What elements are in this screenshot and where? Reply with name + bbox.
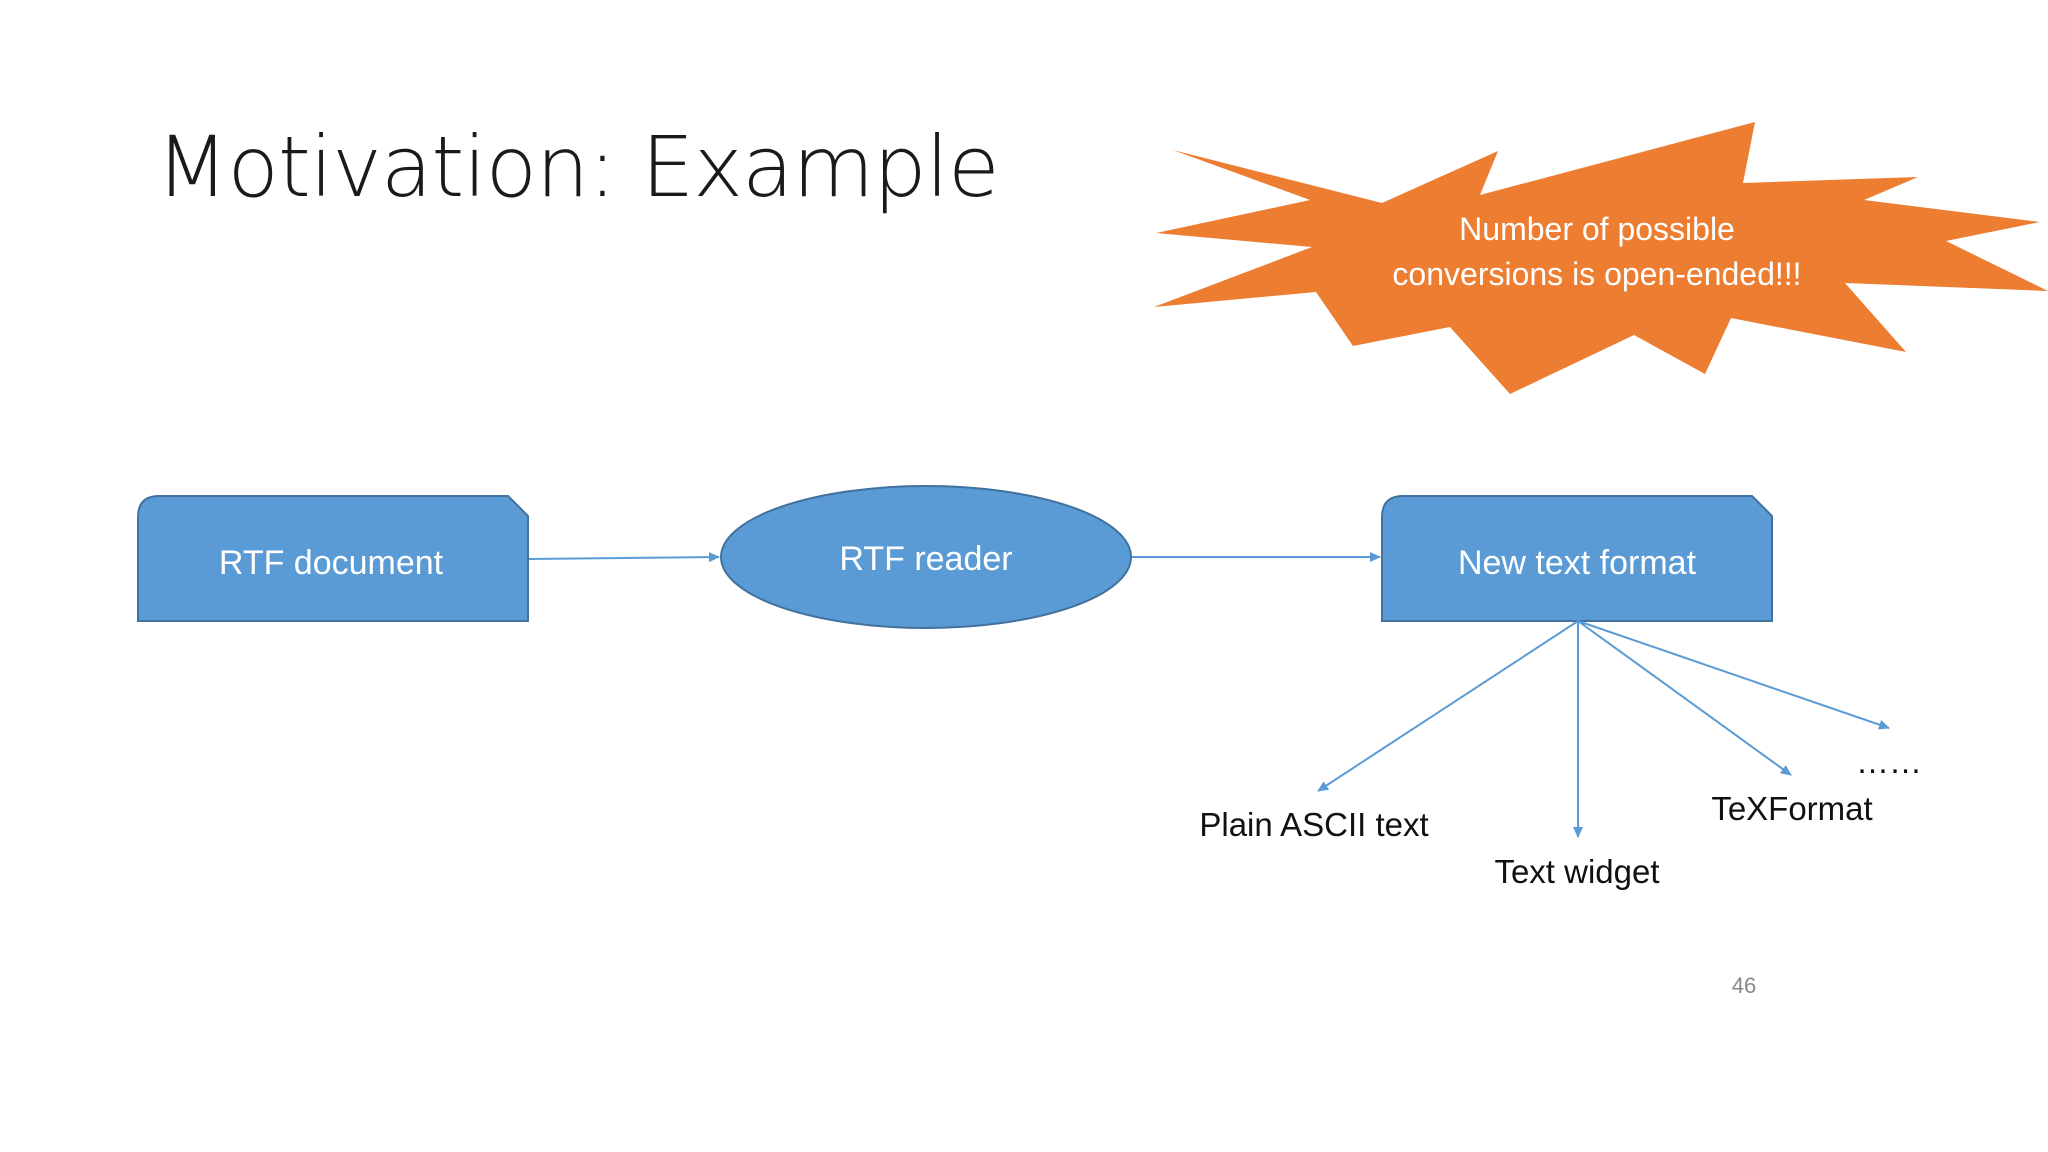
rtf-reader-label: RTF reader [839,540,1012,578]
arrow-to-more [1577,620,1890,730]
plain-ascii-label: Plain ASCII text [1199,806,1428,843]
rtf-reader-node [720,485,1132,629]
more-outputs-label: …… [1856,743,1922,780]
slide-title: Motivation: Example [156,118,1000,216]
rtf-document-node [137,495,529,622]
text-widget-label: Text widget [1494,853,1659,890]
callout-text-line1: Number of possible [1459,211,1735,247]
page-number: 46 [1732,973,1756,998]
new-text-format-node [1381,495,1773,622]
arrow-to-texformat [1577,620,1792,776]
explosion-callout-shape [1154,122,2048,394]
arrow-to-plain-ascii [1317,620,1579,792]
new-text-format-label: New text format [1458,544,1697,582]
arrow-document-to-reader [527,552,720,563]
texformat-label: TeXFormat [1711,790,1872,827]
rtf-document-label: RTF document [219,544,444,582]
callout-text-line2: conversions is open-ended!!! [1392,256,1801,292]
